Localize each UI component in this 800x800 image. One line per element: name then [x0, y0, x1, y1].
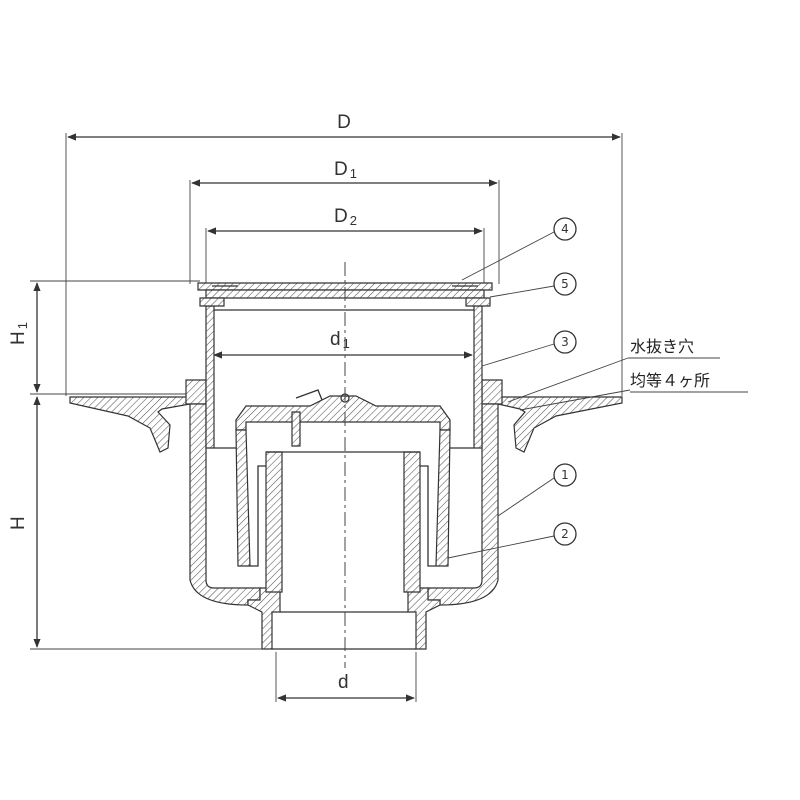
dim-label-H1: H1	[8, 322, 30, 345]
dimension-d: d	[275, 652, 417, 702]
drain-body	[69, 379, 623, 650]
note-line-2: 均等４ヶ所	[630, 371, 710, 390]
svg-text:3: 3	[561, 335, 569, 349]
svg-text:2: 2	[561, 527, 569, 541]
callout-2: 2	[447, 522, 577, 559]
callout-3: 3	[481, 330, 577, 367]
callout-1: 1	[497, 463, 577, 517]
dimension-H: H	[8, 396, 272, 650]
trap-bell	[235, 389, 451, 593]
dim-label-d: d	[338, 672, 349, 693]
dim-label-D: D	[337, 112, 351, 133]
note-line-1: 水抜き穴	[630, 337, 694, 356]
svg-text:1: 1	[561, 468, 569, 482]
callout-4: 4	[461, 217, 577, 281]
dimension-D: D	[65, 112, 623, 396]
drain-hole-note: 水抜き穴 均等４ヶ所	[507, 337, 748, 411]
dim-label-H: H	[8, 516, 29, 530]
svg-text:4: 4	[561, 222, 569, 236]
svg-text:5: 5	[561, 277, 569, 291]
callout-5: 5	[489, 272, 577, 298]
dimension-H1: H1	[8, 280, 200, 395]
